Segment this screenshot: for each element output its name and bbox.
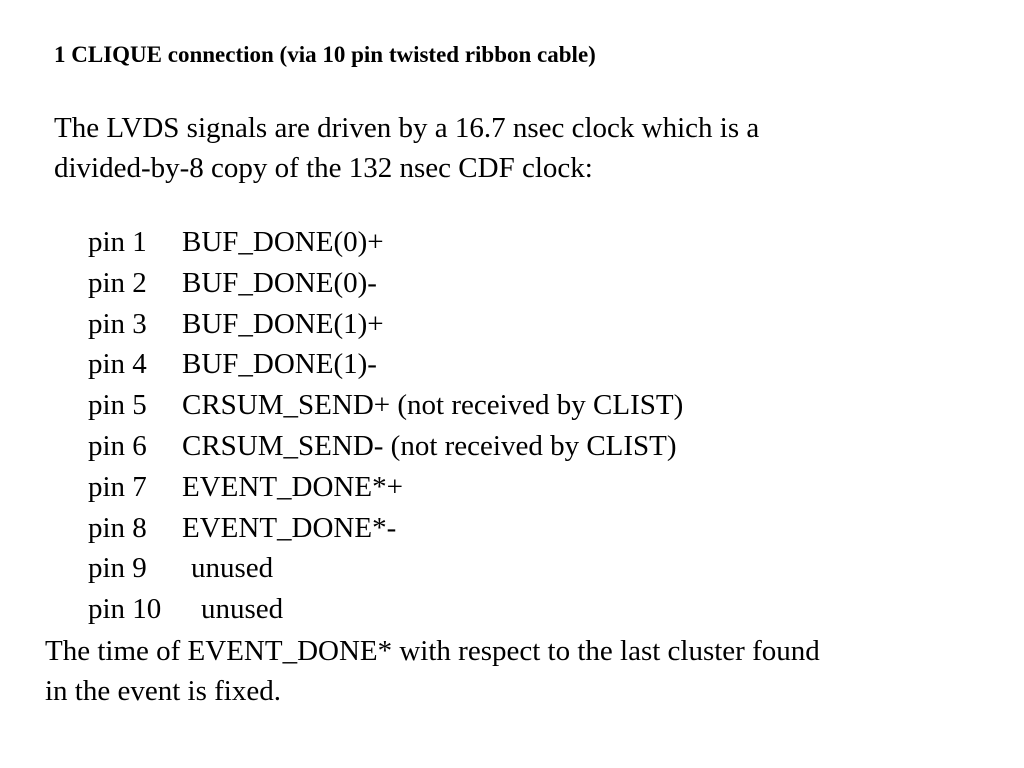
pin-signal: CRSUM_SEND+ (not received by CLIST) [182,389,684,422]
pin-signal: EVENT_DONE*- [182,511,397,544]
pin-signal: BUF_DONE(1)+ [182,307,384,340]
footer-paragraph: The time of EVENT_DONE* with respect to … [45,631,820,711]
pin-list: pin 1 BUF_DONE(0)+ pin 2 BUF_DONE(0)- pi… [88,222,683,630]
pin-row-7: pin 7 EVENT_DONE*+ [88,467,683,508]
pin-signal: unused [201,593,284,626]
pin-label: pin 8 [88,511,147,544]
pin-row-1: pin 1 BUF_DONE(0)+ [88,222,683,263]
pin-label: pin 9 [88,552,147,585]
pin-label: pin 3 [88,307,147,340]
pin-signal: unused [191,552,274,585]
pin-label: pin 6 [88,429,147,462]
pin-label: pin 5 [88,389,147,422]
intro-line-1: The LVDS signals are driven by a 16.7 ns… [54,112,760,144]
pin-signal: EVENT_DONE*+ [182,470,403,503]
intro-paragraph: The LVDS signals are driven by a 16.7 ns… [54,108,974,188]
pin-signal: BUF_DONE(0)+ [182,226,384,258]
pin-signal: BUF_DONE(1)- [182,348,377,381]
pin-label: pin 2 [88,266,147,299]
slide-title: 1 CLIQUE connection (via 10 pin twisted … [54,42,596,67]
pin-row-5: pin 5 CRSUM_SEND+ (not received by CLIST… [88,385,683,426]
intro-line-2: divided-by-8 copy of the 132 nsec CDF cl… [54,152,593,184]
pin-label: pin 1 [88,226,147,258]
pin-signal: CRSUM_SEND- (not received by CLIST) [182,429,677,462]
pin-label: pin 10 [88,593,162,626]
pin-row-10: pin 10 unused [88,589,683,630]
pin-row-2: pin 2 BUF_DONE(0)- [88,263,683,304]
pin-signal: BUF_DONE(0)- [182,266,377,299]
pin-row-4: pin 4 BUF_DONE(1)- [88,344,683,385]
footer-line-1: The time of EVENT_DONE* with respect to … [45,635,820,667]
pin-row-6: pin 6 CRSUM_SEND- (not received by CLIST… [88,426,683,467]
footer-line-2: in the event is fixed. [45,675,281,707]
pin-label: pin 7 [88,470,147,503]
pin-label: pin 4 [88,348,147,381]
pin-row-9: pin 9 unused [88,548,683,589]
pin-row-3: pin 3 BUF_DONE(1)+ [88,304,683,345]
pin-row-8: pin 8 EVENT_DONE*- [88,508,683,549]
